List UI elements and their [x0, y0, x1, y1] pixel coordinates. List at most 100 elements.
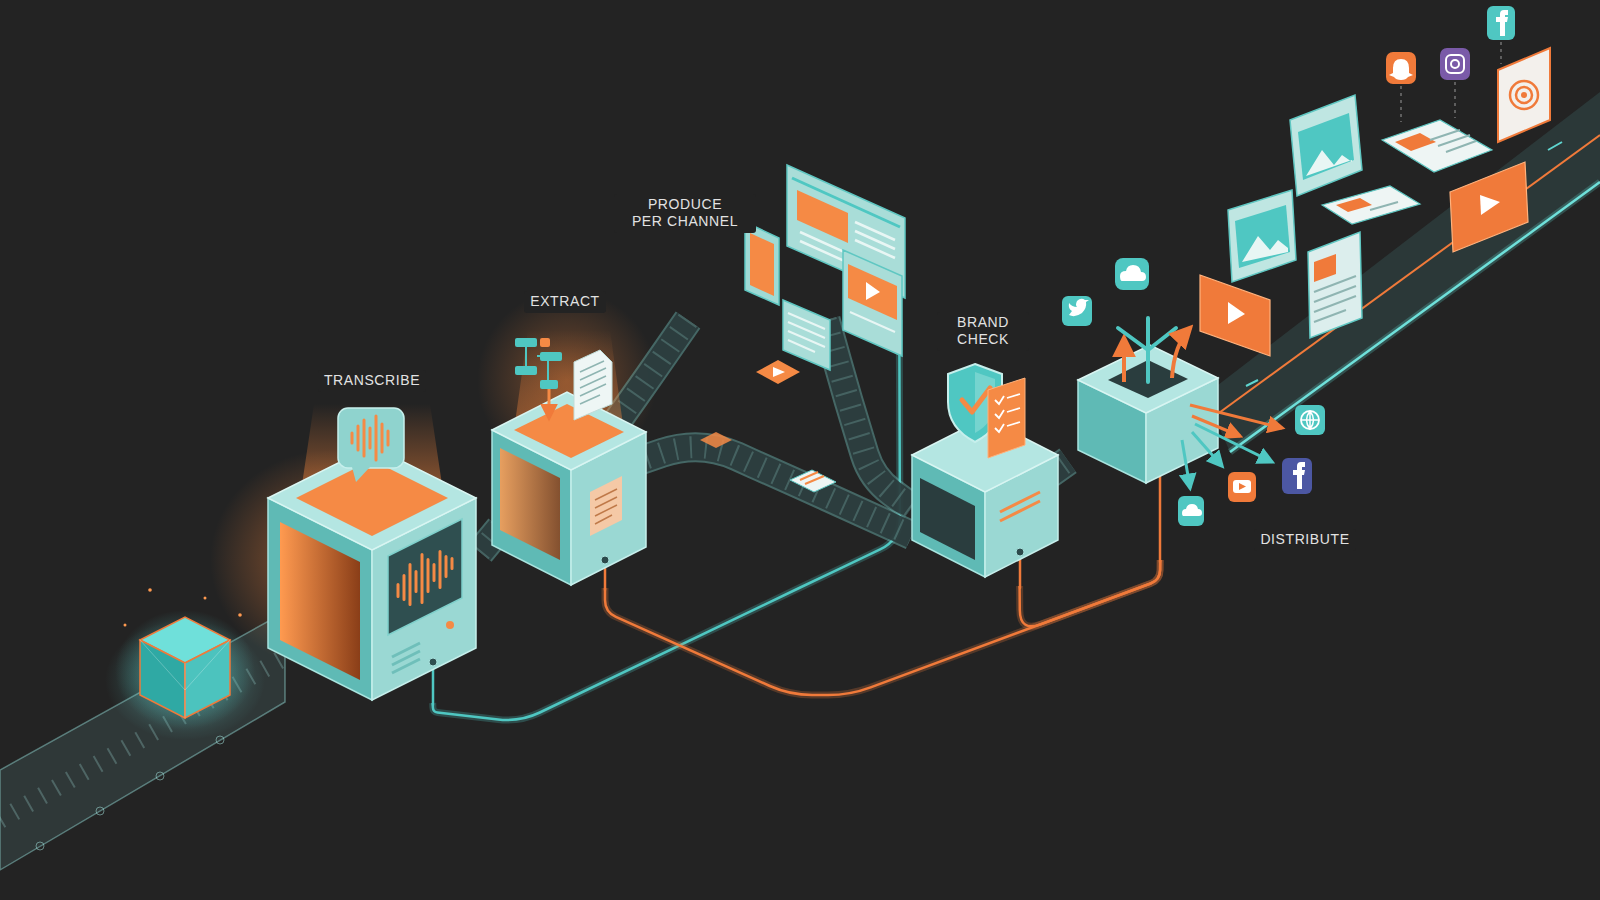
channel-screens	[700, 432, 732, 448]
extract-machine	[515, 366, 537, 375]
wire-group	[433, 320, 1160, 720]
transcribe-machine	[352, 467, 370, 482]
belt-surface	[618, 320, 688, 420]
channel-screens	[790, 470, 836, 492]
wire-line	[605, 560, 1160, 695]
transcribe-machine	[352, 416, 388, 460]
output-cards	[1395, 133, 1436, 151]
output-road	[1205, 92, 1600, 452]
distribute-machine	[1182, 504, 1202, 516]
output-cards	[1480, 195, 1500, 215]
output-cards	[1382, 120, 1492, 172]
channel-screens	[773, 367, 785, 377]
brand-check-machine	[995, 394, 1020, 432]
stage-label: PRODUCE PER CHANNEL	[614, 194, 756, 233]
output-cards	[1200, 275, 1270, 356]
output-cards	[1306, 150, 1352, 176]
output-cards	[1314, 276, 1356, 322]
conveyor-belt	[618, 320, 688, 420]
output-cards	[1401, 42, 1501, 122]
belt-surface	[618, 447, 912, 535]
distribute-machine	[1120, 265, 1146, 281]
output-cards	[1242, 236, 1288, 262]
distribute-machine	[1190, 405, 1282, 428]
process-stage: PRODUCE PER CHANNEL	[612, 190, 916, 320]
input-belt	[36, 842, 44, 850]
signal-wire	[605, 560, 1160, 695]
output-road	[1205, 92, 1600, 452]
transcribe-machine	[388, 519, 462, 635]
input-cube	[185, 640, 230, 718]
distribute-machine	[1172, 328, 1190, 378]
output-road	[1212, 135, 1600, 418]
distribute-machine	[1069, 299, 1089, 316]
distribute-machine	[1239, 483, 1246, 490]
input-belt	[156, 772, 164, 780]
distribute-machine	[1122, 338, 1126, 382]
ambient-glow	[105, 290, 657, 740]
output-cards	[1389, 59, 1413, 80]
brand-check-machine	[912, 364, 1058, 577]
process-stage: DISTRIBUTE	[1068, 250, 1388, 560]
output-cards	[1235, 205, 1290, 268]
stage-label: EXTRACT	[524, 291, 606, 313]
channel-screens	[866, 282, 880, 300]
extract-machine	[500, 448, 560, 560]
extract-machine	[492, 330, 646, 585]
extract-machine	[548, 389, 551, 418]
channel-screens	[756, 360, 800, 384]
channel-screens	[800, 472, 824, 484]
wire-stub	[1019, 558, 1022, 588]
distribute-machine	[1115, 258, 1149, 290]
extract-machine	[526, 347, 548, 380]
input-cube	[115, 610, 255, 730]
output-cards	[1521, 92, 1527, 98]
input-cube	[140, 640, 185, 718]
distribute-machine	[1228, 472, 1256, 502]
output-cards	[1496, 10, 1508, 36]
stage-label: DISTRIBUTE	[1254, 529, 1355, 551]
process-stage: TRANSCRIBE	[265, 368, 480, 703]
output-cards	[1386, 52, 1416, 84]
input-cube	[115, 588, 255, 730]
belt-edge	[618, 320, 688, 420]
channel-screens	[788, 313, 825, 352]
output-cards	[1451, 60, 1459, 68]
distribute-machine	[1062, 258, 1325, 526]
extract-machine	[540, 352, 562, 361]
distribute-machine	[1301, 411, 1319, 429]
channel-screens	[848, 264, 897, 320]
transcribe-machine	[398, 552, 452, 605]
output-cards	[1510, 81, 1538, 109]
distribute-machine	[1293, 462, 1305, 489]
output-cards	[1498, 48, 1550, 142]
output-cards	[1336, 198, 1372, 212]
extract-machine	[514, 404, 624, 458]
extract-machine	[590, 476, 622, 536]
channel-screens	[843, 250, 902, 356]
output-cards	[1322, 186, 1420, 224]
transcribe-machine	[392, 643, 420, 673]
output-cards	[1370, 202, 1398, 210]
output-road	[1230, 182, 1600, 452]
transcribe-machine	[268, 404, 476, 700]
distribute-machine	[1195, 424, 1272, 462]
extract-machine	[601, 556, 609, 564]
wire-stub	[1159, 474, 1162, 562]
extract-machine	[580, 361, 606, 404]
input-cube	[148, 588, 152, 592]
distribute-machine	[1062, 296, 1092, 326]
stage-label: BRAND CHECK	[937, 312, 1029, 351]
output-cards	[1200, 6, 1550, 356]
input-belt	[216, 736, 224, 744]
brand-check-machine	[1000, 492, 1040, 521]
process-stage: BRAND CHECK	[912, 305, 1050, 586]
input-cube	[140, 640, 230, 718]
output-cards	[1487, 6, 1515, 40]
wire-stub	[432, 668, 435, 705]
transcribe-machine	[429, 658, 437, 666]
output-cards	[1308, 232, 1362, 338]
